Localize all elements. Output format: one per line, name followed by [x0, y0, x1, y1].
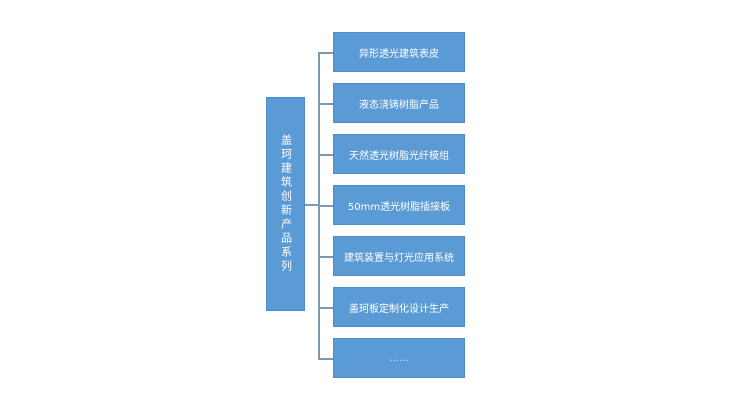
- root-node: 盖珂建筑创新产品系列: [266, 97, 305, 311]
- child-node: 50mm透光树脂插接板: [333, 185, 465, 225]
- child-node: 天然透光树脂光纤模组: [333, 134, 465, 174]
- child-node: 液态浇铸树脂产品: [333, 83, 465, 123]
- child-node-more: ......: [333, 338, 465, 378]
- branch-1: [318, 52, 333, 54]
- branch-7: [318, 358, 333, 360]
- branch-3: [318, 154, 333, 156]
- root-connector: [305, 204, 319, 206]
- branch-5: [318, 256, 333, 258]
- child-node: 盖珂板定制化设计生产: [333, 287, 465, 327]
- child-node: 异形透光建筑表皮: [333, 32, 465, 72]
- branch-4: [318, 205, 333, 207]
- branch-6: [318, 307, 333, 309]
- child-node: 建筑装置与灯光应用系统: [333, 236, 465, 276]
- branch-2: [318, 103, 333, 105]
